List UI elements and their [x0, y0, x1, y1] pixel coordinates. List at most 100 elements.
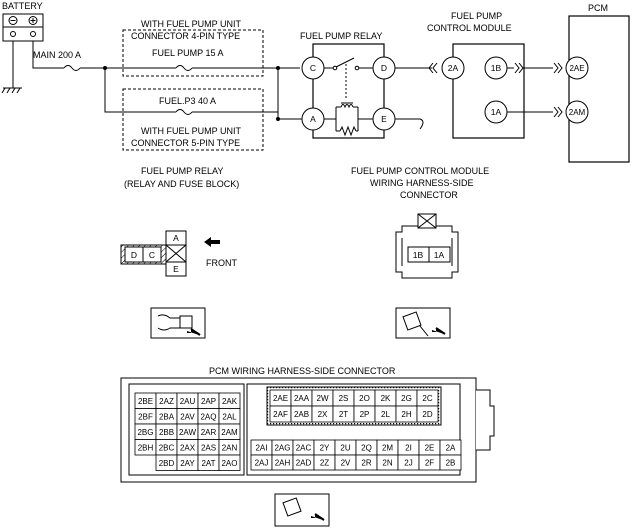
pcm-pin-2a: 2A: [439, 439, 462, 456]
fuel-p3-fuse: [175, 109, 193, 115]
svg-text:2B: 2B: [446, 459, 456, 468]
svg-text:2K: 2K: [381, 394, 391, 403]
svg-text:2G: 2G: [401, 394, 412, 403]
svg-text:2E: 2E: [425, 444, 435, 453]
svg-text:2L: 2L: [381, 410, 390, 419]
svg-text:2AM: 2AM: [221, 428, 238, 437]
relay-conn-a: A: [173, 233, 179, 243]
pcm-pin-2be: 2BE: [134, 392, 157, 409]
svg-text:2W: 2W: [317, 394, 329, 403]
pcm-pin-2p: 2P: [353, 405, 376, 423]
pcm-pin-2u: 2U: [334, 439, 357, 456]
pcm-module: [568, 15, 630, 163]
pcm-pin-2bf: 2BF: [134, 408, 157, 425]
ground-symbol: [1, 41, 22, 94]
svg-text:2AA: 2AA: [294, 394, 310, 403]
svg-text:2BC: 2BC: [159, 443, 175, 452]
pcm-pin-2ap: 2AP: [197, 392, 220, 409]
svg-text:2Z: 2Z: [320, 459, 329, 468]
pcm-pin-2z: 2Z: [313, 454, 336, 471]
svg-text:2D: 2D: [422, 410, 432, 419]
fpcm-label-line2: CONTROL MODULE: [427, 23, 512, 33]
pcm-pin-2at: 2AT: [197, 454, 220, 471]
relay-harness-icon: [150, 307, 206, 339]
pcm-pin-2aq: 2AQ: [197, 408, 220, 425]
svg-text:2AH: 2AH: [275, 459, 291, 468]
pcm-pin-2e: 2E: [418, 439, 441, 456]
svg-text:2AY: 2AY: [180, 459, 195, 468]
svg-text:2AN: 2AN: [222, 443, 238, 452]
svg-text:2AO: 2AO: [221, 459, 237, 468]
pcm-pin-2aw: 2AW: [176, 423, 199, 440]
front-label: FRONT: [206, 258, 237, 268]
relay-terminal-a: A: [301, 107, 325, 131]
relay-conn-e: E: [173, 264, 179, 274]
pcm-pin-2al: 2AL: [218, 408, 241, 425]
pcm-conn-title: PCM WIRING HARNESS-SIDE CONNECTOR: [209, 366, 396, 376]
pcm-pin-2ad: 2AD: [292, 454, 315, 471]
pcm-pin-2ak: 2AK: [218, 392, 241, 409]
fpcm-conn-title-line1: FUEL PUMP CONTROL MODULE: [351, 166, 489, 176]
relay-terminal-c: C: [301, 56, 325, 80]
svg-text:2AX: 2AX: [180, 443, 196, 452]
svg-text:2AE: 2AE: [273, 394, 288, 403]
pcm-terminal-2am: 2AM: [565, 100, 589, 124]
svg-text:2AC: 2AC: [296, 444, 312, 453]
pcm-terminal-2ae: 2AE: [565, 56, 589, 80]
pcm-pin-2c: 2C: [416, 389, 439, 407]
svg-text:A: A: [310, 114, 316, 124]
fuel-pump-fuse: [175, 65, 193, 71]
svg-text:2AI: 2AI: [255, 444, 267, 453]
svg-text:1A: 1A: [491, 107, 502, 117]
svg-text:2F: 2F: [425, 459, 434, 468]
pcm-pin-2r: 2R: [355, 454, 378, 471]
svg-text:2AG: 2AG: [274, 444, 290, 453]
svg-text:2BE: 2BE: [138, 397, 153, 406]
relay-terminal-e: E: [372, 107, 396, 131]
svg-text:2BH: 2BH: [138, 443, 154, 452]
svg-text:2Y: 2Y: [320, 444, 330, 453]
pcm-pin-2av: 2AV: [176, 408, 199, 425]
svg-text:1B: 1B: [491, 63, 502, 73]
svg-text:2AD: 2AD: [296, 459, 312, 468]
svg-text:2AM: 2AM: [569, 108, 586, 117]
svg-text:2AS: 2AS: [201, 443, 216, 452]
front-arrow-icon: [204, 237, 220, 247]
svg-text:2U: 2U: [340, 444, 350, 453]
pcm-pin-2v: 2V: [334, 454, 357, 471]
pcm-pin-2bb: 2BB: [155, 423, 178, 440]
svg-text:2M: 2M: [382, 444, 393, 453]
pcm-pin-2j: 2J: [397, 454, 420, 471]
main-fuse-label: MAIN 200 A: [33, 50, 81, 60]
with-4pin-line2: CONNECTOR 4-PIN TYPE: [131, 31, 240, 41]
relay-conn-d: D: [131, 250, 137, 260]
pcm-pin-2am: 2AM: [218, 423, 241, 440]
pcm-pin-2aa: 2AA: [290, 389, 313, 407]
fpcm-terminal-2a: 2A: [441, 56, 465, 80]
svg-text:2J: 2J: [404, 459, 412, 468]
svg-text:2R: 2R: [361, 459, 371, 468]
svg-text:2BA: 2BA: [159, 412, 175, 421]
svg-text:2S: 2S: [339, 394, 349, 403]
pcm-pin-2n: 2N: [376, 454, 399, 471]
pcm-pin-2g: 2G: [395, 389, 418, 407]
svg-text:2AT: 2AT: [201, 459, 215, 468]
pcm-pin-2s: 2S: [332, 389, 355, 407]
pcm-pin-2ao: 2AO: [218, 454, 241, 471]
pcm-pin-2as: 2AS: [197, 439, 220, 456]
svg-text:2AR: 2AR: [201, 428, 217, 437]
svg-text:2AJ: 2AJ: [255, 459, 269, 468]
svg-text:2AE: 2AE: [569, 64, 584, 73]
svg-text:2BF: 2BF: [138, 412, 153, 421]
pcm-pin-2t: 2T: [332, 405, 355, 423]
relay-coil: [324, 102, 373, 137]
pcm-pin-2bh: 2BH: [134, 439, 157, 456]
svg-text:2I: 2I: [405, 444, 412, 453]
fuse-box-5pin: [122, 88, 264, 151]
svg-text:2Q: 2Q: [361, 444, 372, 453]
fuel-pump-control-module: [452, 43, 525, 139]
pcm-pin-2i: 2I: [397, 439, 420, 456]
relay-switch: [324, 57, 373, 100]
